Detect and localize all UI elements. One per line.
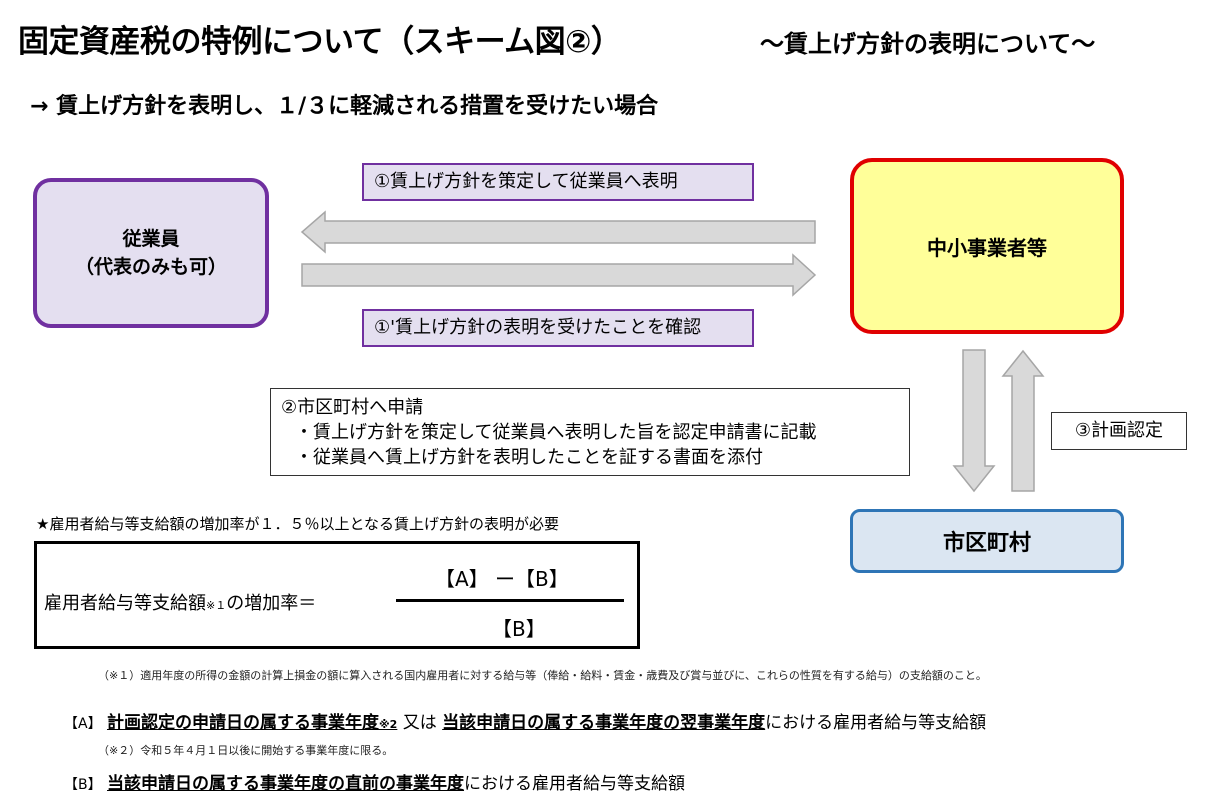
formula-numerator: 【A】 ー【B】 (435, 567, 569, 591)
city-label: 市区町村 (942, 531, 1031, 556)
lead-text: → 賃上げ方針を表明し、１/３に軽減される措置を受けたい場合 (30, 94, 659, 119)
arrow-down-icon (952, 349, 996, 493)
definition-a-part1-sub: ※2 (378, 718, 398, 731)
step3-label: ③計画認定 (1051, 412, 1187, 450)
formula-left-sub: ※１ (206, 599, 227, 612)
definition-a-part2: 当該申請日の属する事業年度の翌事業年度 (442, 713, 766, 733)
page-subtitle: ～賃上げ方針の表明について～ (760, 30, 1096, 58)
footnote-2: （※２）令和５年４月１日以後に開始する事業年度に限る。 (98, 744, 394, 757)
definition-a-mid: 又は (397, 713, 443, 733)
definition-a-tail: における雇用者給与等支給額 (765, 713, 987, 733)
formula-left-main: 雇用者給与等支給額 (44, 593, 206, 614)
formula-left: 雇用者給与等支給額※１の増加率＝ (44, 589, 316, 615)
definition-a: 【A】 計画認定の申請日の属する事業年度※2 又は 当該申請日の属する事業年度の… (64, 708, 986, 733)
definition-b: 【B】 当該申請日の属する事業年度の直前の事業年度における雇用者給与等支給額 (64, 769, 685, 794)
definition-a-part1: 計画認定の申請日の属する事業年度 (106, 713, 379, 733)
step2-title: ②市区町村へ申請 (281, 397, 424, 418)
formula-denominator: 【B】 (492, 617, 546, 641)
company-label: 中小事業者等 (927, 235, 1047, 260)
employee-note: （代表のみも可） (74, 256, 227, 278)
requirement-note: ★雇用者給与等支給額の増加率が１．５％以上となる賃上げ方針の表明が必要 (36, 515, 560, 533)
city-box: 市区町村 (850, 509, 1124, 573)
employee-label: 従業員 (122, 227, 180, 250)
arrow-up-icon (1001, 349, 1045, 492)
formula-fraction-line (396, 599, 624, 602)
definition-b-part1: 当該申請日の属する事業年度の直前の事業年度 (107, 774, 465, 794)
employee-box: 従業員 （代表のみも可） (33, 178, 269, 328)
step1-label: ①賃上げ方針を策定して従業員へ表明 (362, 163, 754, 201)
formula-left-tail: の増加率＝ (226, 593, 317, 614)
definition-a-key: 【A】 (64, 716, 102, 732)
company-box: 中小事業者等 (850, 158, 1124, 334)
definition-b-tail: における雇用者給与等支給額 (464, 774, 686, 794)
step2-bullet-2: ・従業員へ賃上げ方針を表明したことを証する書面を添付 (295, 447, 763, 468)
arrow-left-icon (300, 210, 816, 254)
arrow-right-icon (301, 253, 817, 297)
page-title: 固定資産税の特例について（スキーム図②） (18, 24, 622, 60)
step2-box: ②市区町村へ申請 ・賃上げ方針を策定して従業員へ表明した旨を認定申請書に記載 ・… (270, 388, 910, 476)
definition-b-key: 【B】 (64, 777, 102, 793)
step1b-label: ①'賃上げ方針の表明を受けたことを確認 (362, 309, 754, 347)
footnote-1: （※１）適用年度の所得の金額の計算上損金の額に算入される国内雇用者に対する給与等… (98, 669, 987, 682)
formula-box (34, 541, 640, 649)
step2-bullet-1: ・賃上げ方針を策定して従業員へ表明した旨を認定申請書に記載 (295, 422, 817, 443)
